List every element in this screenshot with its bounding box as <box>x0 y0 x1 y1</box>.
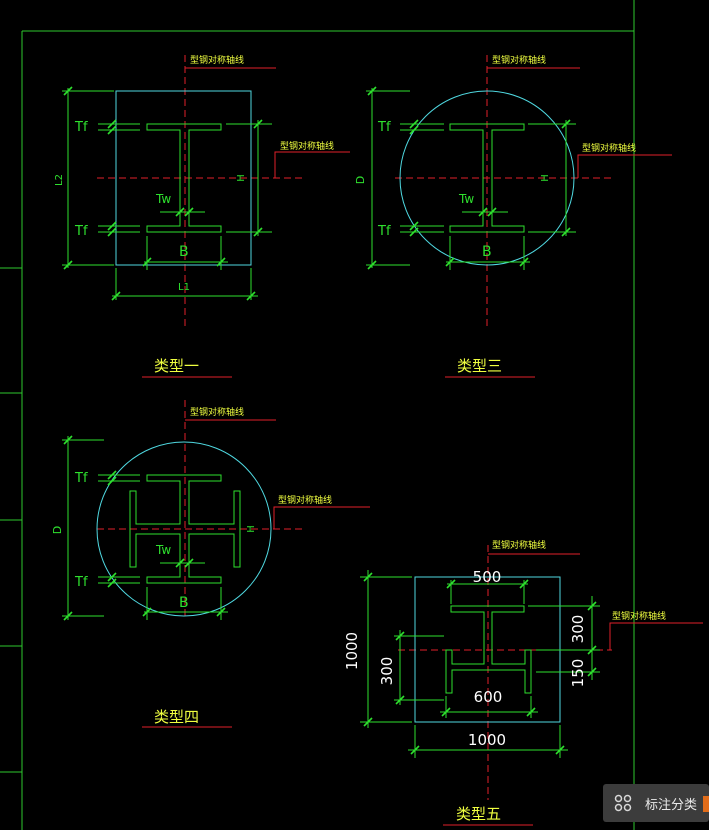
panel-type3 <box>366 55 672 378</box>
type3-axis-label-right: 型钢对称轴线 <box>582 142 636 154</box>
annotation-classify-label: 标注分类 <box>645 797 698 813</box>
grid-four-circles-icon <box>613 793 633 813</box>
type3-tw: Tw <box>458 192 474 206</box>
type5-dim-left-outer: 1000 <box>343 632 361 670</box>
type4-b: B <box>179 595 189 611</box>
type1-l2: L2 <box>54 174 65 186</box>
type5-dim-top: 500 <box>473 568 502 586</box>
type5-dim-mid: 600 <box>474 688 503 706</box>
type3-tf-top: Tf <box>377 120 391 135</box>
type3-axis-label-top: 型钢对称轴线 <box>492 54 546 66</box>
type1-title: 类型一 <box>154 357 199 375</box>
type5-axis-label-top: 型钢对称轴线 <box>492 539 546 551</box>
panel-type4 <box>62 400 370 728</box>
type4-cross-beam <box>129 474 241 584</box>
type3-h: H <box>540 174 551 182</box>
panel-type1 <box>62 55 350 378</box>
type4-tf-bottom: Tf <box>74 575 88 590</box>
type4-h: H <box>246 525 257 533</box>
type4-axis-label-right: 型钢对称轴线 <box>278 494 332 506</box>
type4-tw: Tw <box>155 543 171 557</box>
type1-h: H <box>236 174 247 182</box>
annotation-classify-button[interactable]: 标注分类 <box>603 784 709 822</box>
type5-steel-shape <box>445 605 532 694</box>
type5-dim-bottom: 1000 <box>468 731 506 749</box>
type1-tf-top: Tf <box>74 120 88 135</box>
type1-axis-label-top: 型钢对称轴线 <box>190 54 244 66</box>
type5-dim-right-upper: 300 <box>569 615 587 644</box>
toolbar-edge-marker <box>703 796 709 812</box>
type3-d: D <box>354 176 367 184</box>
type5-dim-left-inner: 300 <box>378 657 396 686</box>
type3-ibeam <box>449 123 525 233</box>
type3-b: B <box>482 244 492 260</box>
type4-tf-top: Tf <box>74 471 88 486</box>
drawing-frame <box>0 0 635 830</box>
panel-type5 <box>360 545 703 826</box>
type1-axis-label-right: 型钢对称轴线 <box>280 140 334 152</box>
type4-title: 类型四 <box>154 708 199 726</box>
type5-axis-label-right: 型钢对称轴线 <box>612 610 666 622</box>
type5-dim-right-lower: 150 <box>569 659 587 688</box>
type4-axis-label-top: 型钢对称轴线 <box>190 406 244 418</box>
type5-title: 类型五 <box>456 805 501 823</box>
type1-tf-bottom: Tf <box>74 224 88 239</box>
type1-ibeam <box>146 123 222 233</box>
type1-section-rect <box>115 90 252 266</box>
type3-tf-bottom: Tf <box>377 224 391 239</box>
type3-section-circle <box>399 90 575 266</box>
type4-d: D <box>51 526 64 534</box>
type1-tw: Tw <box>155 192 171 206</box>
type4-section-circle <box>96 441 272 617</box>
type1-b: B <box>179 244 189 260</box>
type1-l1: L1 <box>178 282 190 293</box>
type3-title: 类型三 <box>457 357 502 375</box>
